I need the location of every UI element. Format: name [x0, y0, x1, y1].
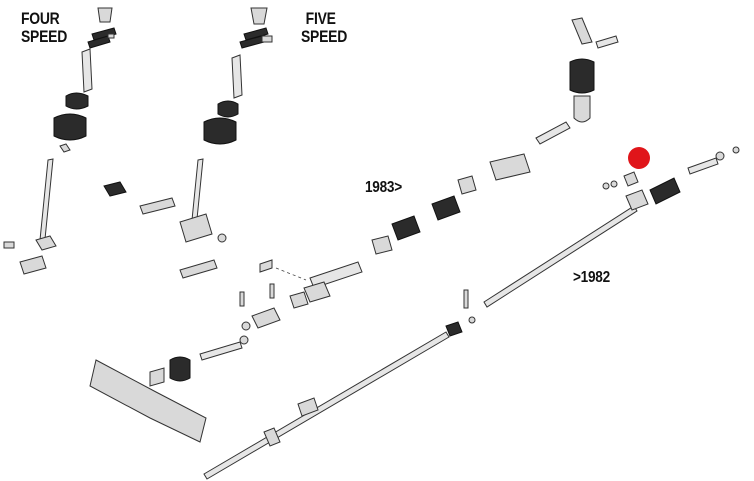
- gaiter: [53, 113, 87, 141]
- bushing: [445, 321, 463, 337]
- bolt: [269, 283, 275, 299]
- bracket: [179, 259, 218, 279]
- linkage-1982-assembly: [483, 146, 740, 308]
- bolt: [463, 289, 469, 309]
- flange: [489, 153, 531, 181]
- five-speed-lever-assembly: [103, 7, 273, 279]
- detent-rod: [139, 197, 176, 215]
- boot: [217, 100, 239, 118]
- lever-upper: [81, 48, 93, 93]
- upper-joint: [571, 17, 593, 45]
- spring: [243, 27, 269, 41]
- lever-shaft: [39, 158, 54, 241]
- bushing: [391, 215, 421, 241]
- pin: [595, 35, 619, 49]
- lower-rod-assembly: [89, 289, 476, 480]
- washer: [610, 180, 618, 188]
- shift-knob: [250, 7, 268, 25]
- four-speed-label-line2: SPEED: [21, 26, 68, 46]
- position-marker: [628, 147, 650, 169]
- lever-base: [35, 235, 57, 251]
- nut: [732, 146, 740, 154]
- long-lower-rod: [203, 331, 450, 480]
- spring: [87, 35, 111, 49]
- spring: [91, 27, 117, 41]
- coupler: [289, 291, 309, 309]
- washer: [715, 151, 725, 161]
- bushing: [649, 177, 681, 205]
- bracket: [19, 255, 47, 275]
- u-joint: [251, 307, 281, 329]
- end-rod: [687, 157, 719, 175]
- support-bracket: [89, 359, 207, 443]
- plate: [149, 367, 165, 387]
- five-speed-label: FIVE SPEED: [301, 9, 348, 46]
- four-speed-lever-assembly: [3, 7, 117, 275]
- long-rod: [483, 205, 638, 308]
- short-rod: [199, 341, 243, 361]
- five-speed-label-line2: SPEED: [301, 26, 348, 46]
- washer: [241, 321, 251, 331]
- bushing: [431, 195, 461, 221]
- alignment-line: [275, 267, 307, 281]
- lever-upper: [231, 54, 243, 99]
- spring-pack: [103, 181, 127, 197]
- bolt: [239, 291, 245, 307]
- pin: [107, 33, 115, 39]
- shaft: [309, 261, 363, 289]
- four-speed-label: FOUR SPEED: [21, 9, 68, 46]
- elbow: [573, 95, 591, 123]
- gaiter: [203, 117, 237, 145]
- five-speed-label-line1: FIVE: [305, 9, 336, 28]
- tube: [535, 121, 571, 145]
- joint: [263, 427, 281, 447]
- bolt: [259, 259, 273, 273]
- nut: [602, 182, 610, 190]
- label-1983-onwards: 1983>: [365, 179, 402, 196]
- gasket: [457, 175, 477, 195]
- clamp: [625, 189, 649, 211]
- label-up-to-1982: >1982: [573, 269, 610, 286]
- bracket: [623, 171, 639, 187]
- pin: [261, 35, 273, 43]
- lever-base: [179, 213, 213, 243]
- washer: [239, 335, 249, 345]
- clip: [297, 397, 319, 417]
- yoke: [303, 281, 331, 303]
- collar: [59, 143, 71, 153]
- middle-joint-hardware: [239, 259, 309, 345]
- plate: [371, 235, 393, 255]
- boot: [169, 356, 191, 382]
- linkage-1983-assembly: [303, 17, 619, 303]
- washer: [468, 316, 476, 324]
- bellows: [569, 58, 595, 94]
- four-speed-label-line1: FOUR: [21, 9, 60, 28]
- boot: [65, 92, 89, 110]
- bolt: [3, 241, 15, 249]
- shift-knob: [97, 7, 113, 23]
- lever-shaft: [191, 158, 204, 221]
- washer: [217, 233, 227, 243]
